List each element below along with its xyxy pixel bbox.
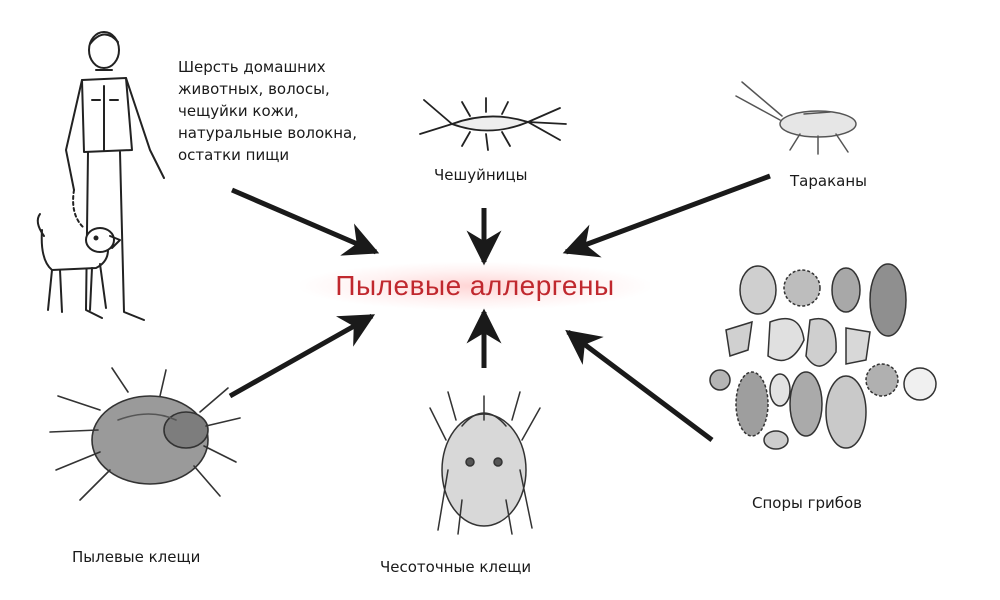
cockroach-illustration [735, 81, 857, 155]
label-line: остатки пищи [178, 146, 290, 164]
label-line: животных, волосы, [178, 80, 330, 98]
arrow-from-pets [231, 187, 380, 256]
arrows [228, 173, 771, 442]
label-scabies-mites: Чесоточные клещи [380, 558, 532, 576]
arrow-from-cockroaches [562, 173, 771, 258]
label-fungal-spores: Споры грибов [752, 494, 863, 512]
label-cockroaches: Тараканы [790, 172, 867, 190]
label-silverfish: Чешуйницы [434, 166, 528, 184]
dust-mite-illustration [49, 367, 241, 501]
fungal-spores-illustration [709, 263, 937, 450]
label-line: Шерсть домашних [178, 58, 326, 76]
man-walking-dog-illustration [36, 31, 165, 321]
label-line: натуральные волокна, [178, 124, 358, 142]
label-line: чещуйки кожи, [178, 102, 299, 120]
silverfish-illustration [419, 97, 567, 151]
center-title: Пылевые аллергены [300, 262, 650, 310]
arrow-from-fungal-spores [565, 329, 714, 442]
label-dust-mites: Пылевые клещи [72, 548, 201, 566]
arrow-from-dust-mites [228, 313, 376, 399]
scabies-mite-illustration [429, 391, 541, 535]
label-pets-hair-skin: Шерсть домашних животных, волосы, чещуйк… [178, 56, 357, 166]
